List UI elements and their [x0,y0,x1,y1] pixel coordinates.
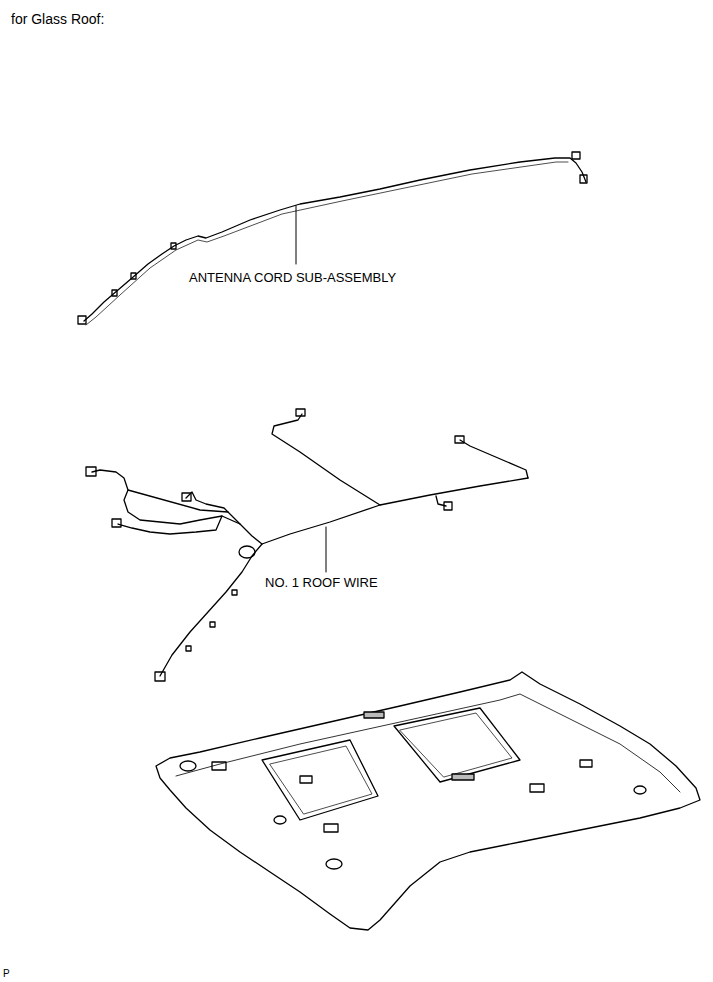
connector-end [455,436,464,443]
watermark: P [2,966,11,981]
headliner-hole [300,776,312,783]
headliner-hole [580,760,592,767]
connector-end [78,316,86,324]
headliner-hole [634,786,646,794]
connector-end [296,409,305,416]
headliner-hole [274,816,286,824]
headliner-edge [176,694,680,792]
clip [112,290,117,296]
connector-end [572,152,580,159]
leader-line [326,527,327,572]
connector-end [444,502,452,510]
clip [210,622,215,627]
roof-wire-trunk [160,478,528,676]
roof-wire-bundle [128,490,228,512]
glass-roof-opening [262,740,378,820]
part-name: NO. 1 ROOF WIRE [264,575,379,590]
headliner-pad [452,774,474,780]
headliner-hole [212,762,226,770]
connector-end [155,672,165,681]
antenna-cord [84,158,586,321]
roof-wire-bundle [118,516,222,534]
headliner-pad [364,712,384,718]
roof-wire-branch [460,440,528,478]
headliner-hole [530,784,544,792]
part-name: ANTENNA CORD SUB-ASSEMBLY [188,270,397,285]
roof-wire-branch [272,414,380,505]
glass-roof-opening [394,708,520,782]
roof-wire-bundle [92,470,262,544]
headliner-hole [180,761,196,771]
clip [131,273,136,279]
antenna-cord-edge [86,162,568,325]
clip [186,646,191,651]
headliner-hole [324,824,338,832]
leader-line [296,206,297,264]
roof-headliner [156,672,700,930]
connector-end [182,493,191,501]
heading: for Glass Roof: [10,12,105,27]
connector-end [112,519,121,527]
connector-end [580,175,587,183]
glass-roof-opening [400,713,512,777]
glass-roof-opening [270,746,372,814]
clip [232,590,237,595]
connector-end [86,467,96,476]
clip [171,243,176,249]
headliner-hole [326,859,342,869]
grommet [239,546,255,558]
